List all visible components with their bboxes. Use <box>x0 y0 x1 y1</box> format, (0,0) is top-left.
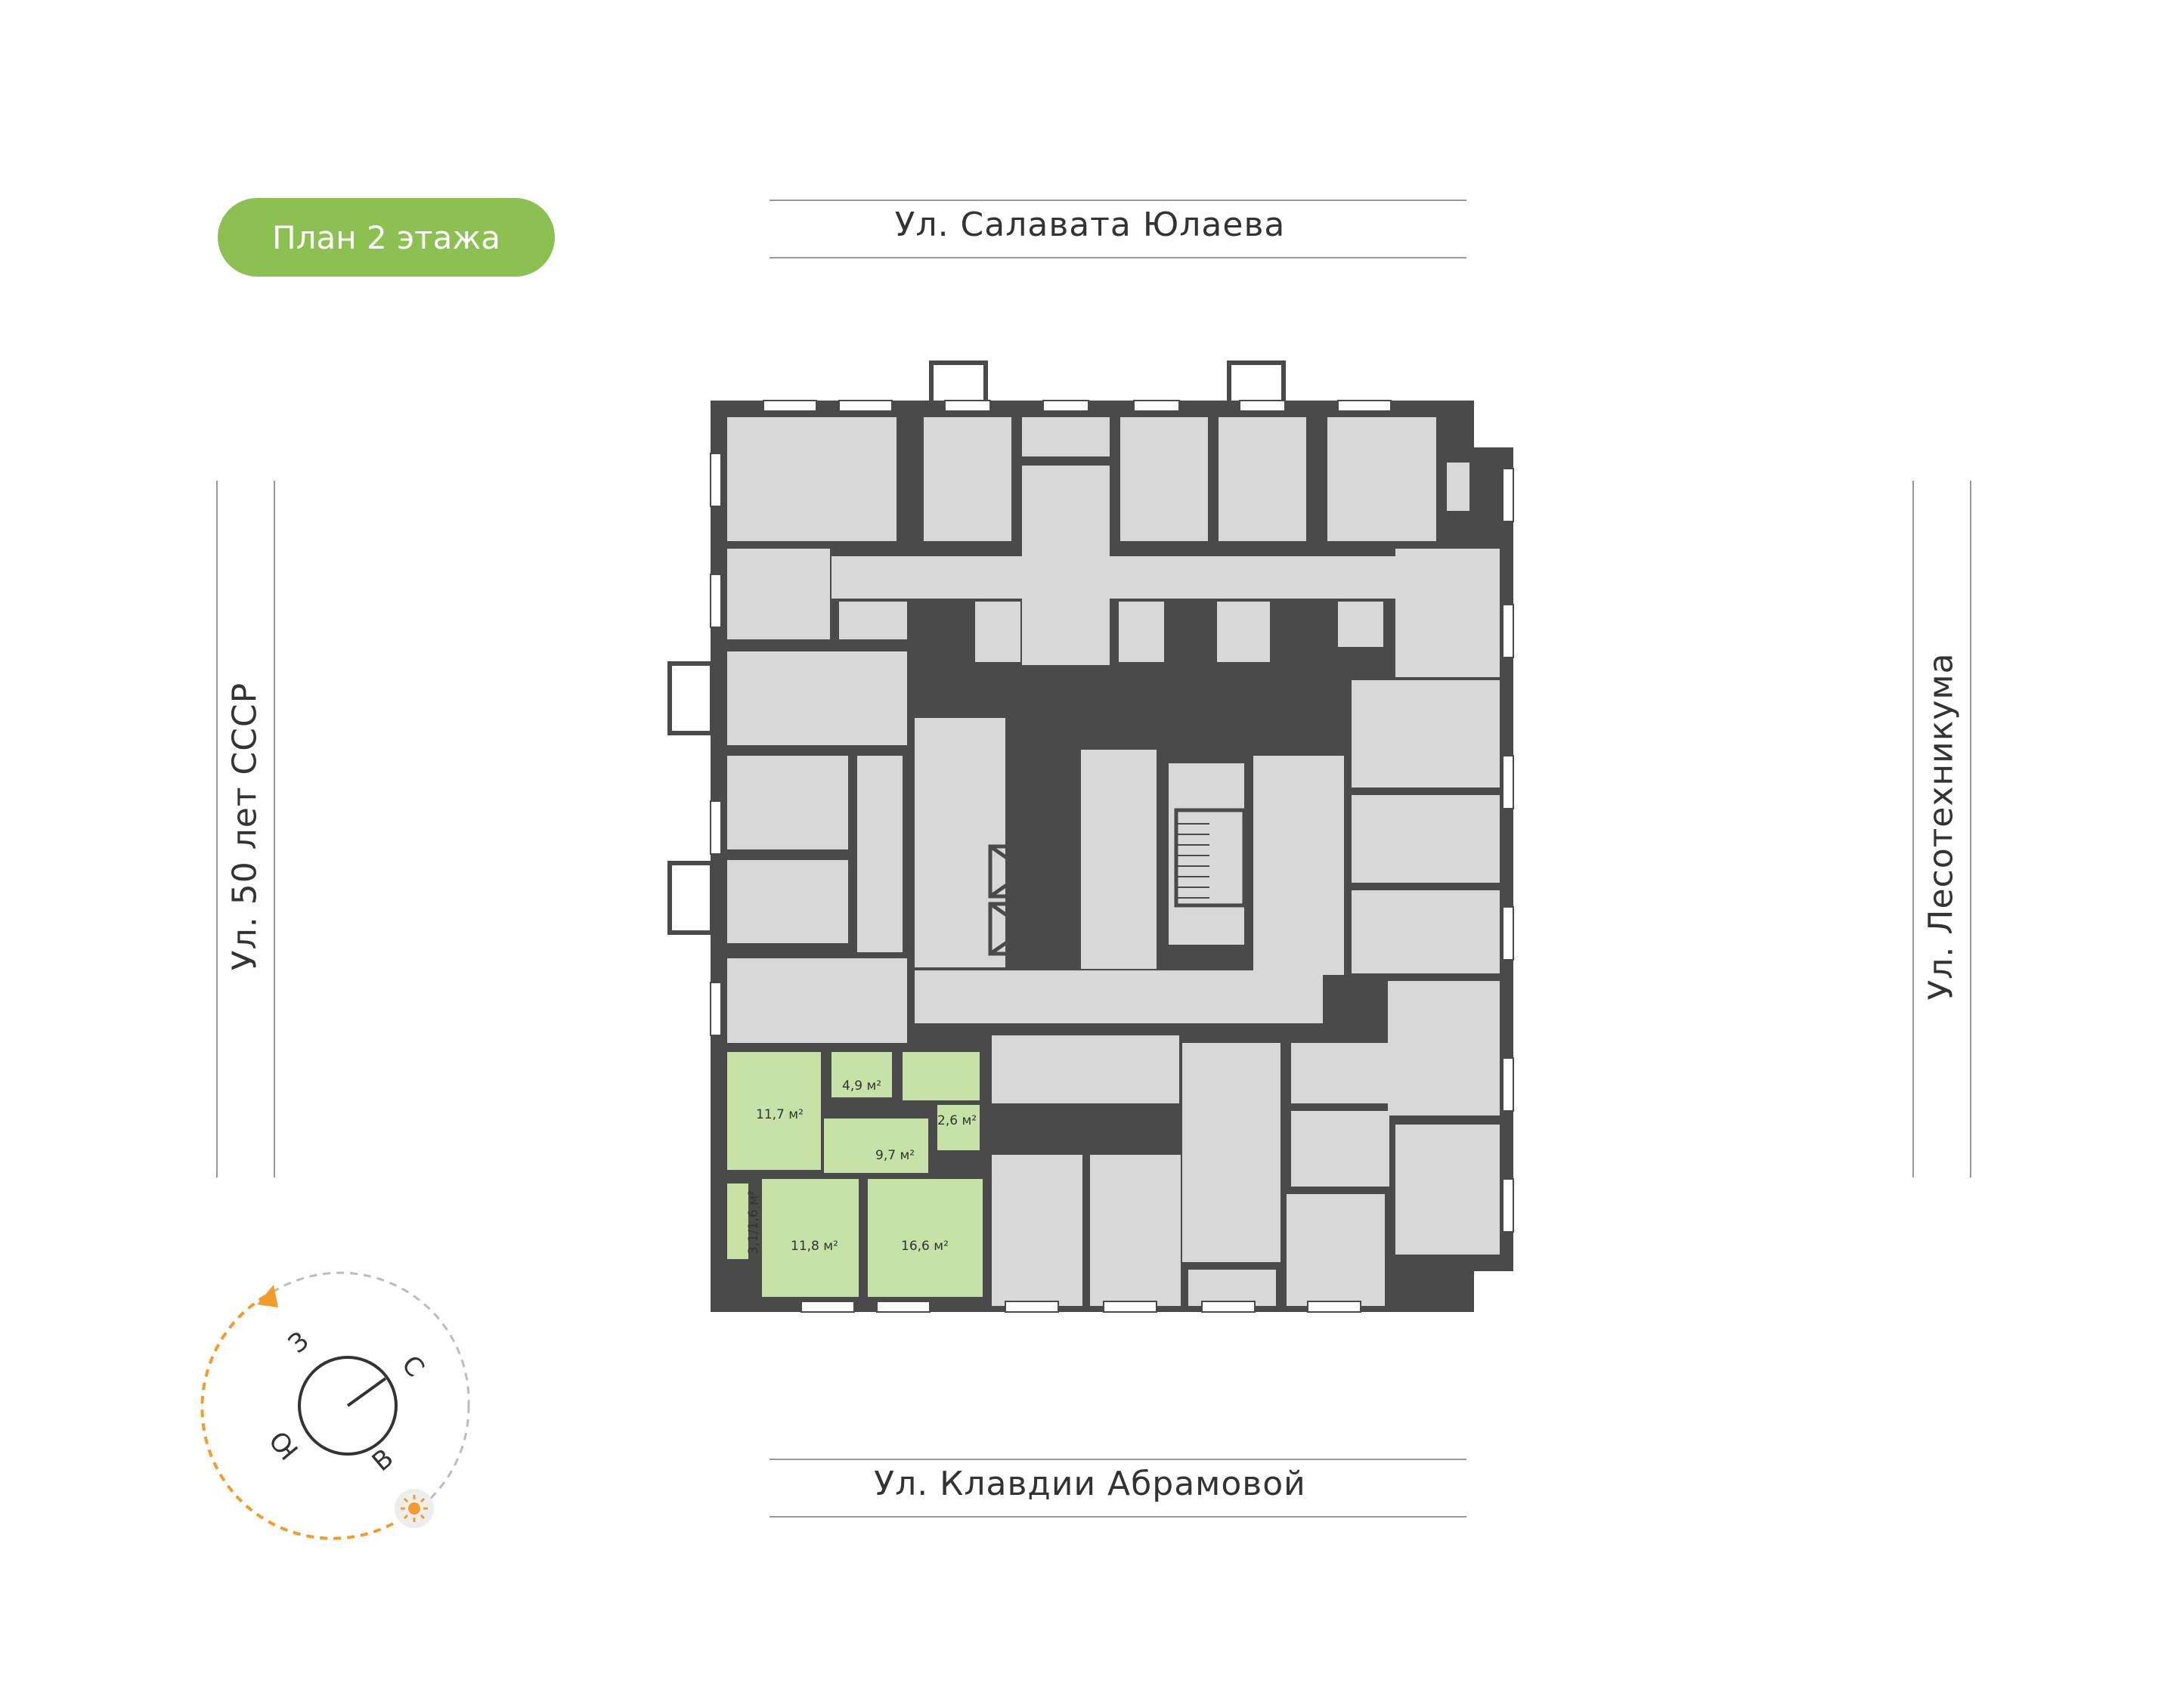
room-label-6: 11,8 м² <box>791 1239 838 1254</box>
rooms <box>727 417 1500 1306</box>
elevator-core <box>988 808 1246 956</box>
west-street-rule-left <box>216 481 218 1177</box>
room-hall-b <box>903 1052 980 1100</box>
room-label-7: 16,6 м² <box>901 1239 949 1254</box>
compass-needle <box>346 1377 387 1407</box>
compass: З С Ю В <box>200 1271 470 1540</box>
north-street-rule-bottom <box>770 257 1466 258</box>
sun-icon <box>401 1495 428 1522</box>
plan-title-badge: План 2 этажа <box>218 198 555 277</box>
sun-path <box>200 1291 394 1540</box>
room-bedroom <box>762 1179 859 1297</box>
room-label-1: 11,7 м² <box>756 1107 804 1122</box>
east-street-rule-right <box>1970 481 1971 1177</box>
room-living-a <box>727 1052 821 1170</box>
highlighted-apartment <box>727 1052 983 1297</box>
street-label-north: Ул. Салавата Юлаева <box>894 206 1286 244</box>
room-bath <box>831 1052 892 1097</box>
street-label-south: Ул. Клавдии Абрамовой <box>874 1465 1306 1503</box>
room-label-4: 9,7 м² <box>875 1148 915 1163</box>
room-hall <box>824 1119 928 1173</box>
room-label-2: 4,9 м² <box>842 1078 881 1094</box>
stair-steps <box>1176 823 1209 899</box>
window-marks <box>710 400 1514 1313</box>
north-street-rule-top <box>770 200 1466 201</box>
sun-path-arrow <box>257 1285 278 1307</box>
room-balcony <box>727 1184 748 1259</box>
room-label-3: 2,6 м² <box>937 1113 977 1128</box>
room-wc <box>937 1105 980 1150</box>
highlighted-apartment-labels: 11,7 м² 4,9 м² 2,6 м² 9,7 м² 3,1/1,6 м² … <box>746 1078 977 1255</box>
compass-south: Ю <box>264 1425 305 1465</box>
compass-north: С <box>395 1350 430 1383</box>
compass-circle <box>298 1356 398 1456</box>
room-label-5: 3,1/1,6 м² <box>746 1190 761 1255</box>
west-street-rule-right <box>274 481 275 1177</box>
plan-title: План 2 этажа <box>272 218 500 256</box>
east-street-rule-left <box>1912 481 1914 1177</box>
room-kitchen <box>868 1179 983 1297</box>
south-street-rule-top <box>770 1459 1466 1460</box>
compass-west: З <box>283 1326 314 1360</box>
south-street-rule-bottom <box>770 1516 1466 1518</box>
